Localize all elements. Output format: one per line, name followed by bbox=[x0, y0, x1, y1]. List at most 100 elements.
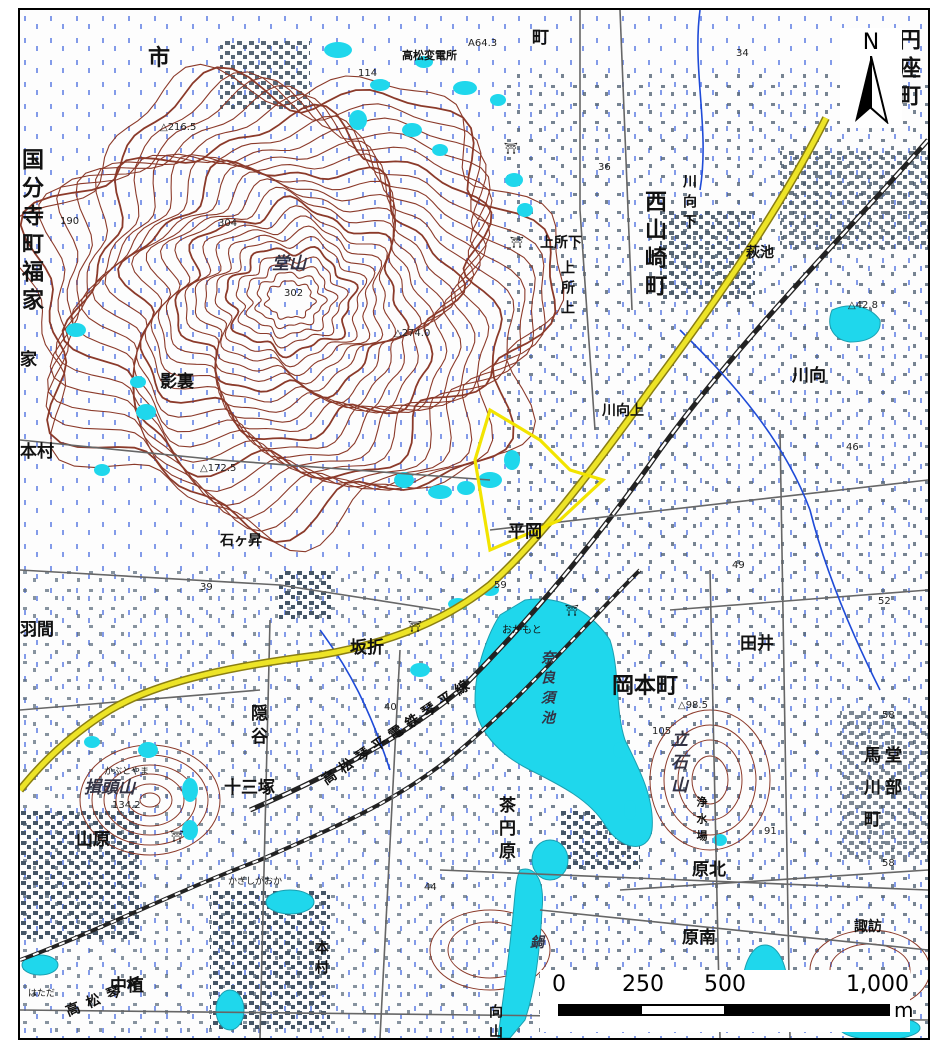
elevation-label: 304 bbox=[218, 218, 238, 229]
place-tai: 田井 bbox=[740, 634, 774, 654]
place-ie: 家 bbox=[20, 350, 37, 370]
elevation-label: 49 bbox=[732, 560, 745, 571]
place-kamisho-ue: 上所上 bbox=[559, 260, 575, 320]
small-pond bbox=[130, 376, 146, 388]
contour-line bbox=[104, 153, 475, 450]
elevation-label: 58 bbox=[882, 710, 895, 721]
north-arrow: N bbox=[840, 28, 902, 128]
pond-south bbox=[497, 868, 544, 1038]
small-pond bbox=[66, 323, 86, 337]
small-pond bbox=[624, 800, 636, 820]
place-hon-mura-bottom: 本村 bbox=[313, 940, 329, 980]
small-pond bbox=[94, 464, 110, 476]
place-pond-small: 鍋 bbox=[530, 935, 544, 951]
place-power-station: 高松変電所 bbox=[402, 49, 457, 62]
place-okamoto-machi: 岡本町 bbox=[612, 674, 679, 699]
small-pond bbox=[505, 173, 523, 187]
place-hara-kita: 原北 bbox=[692, 860, 726, 880]
contour-line bbox=[131, 164, 457, 433]
elevation-label: 114 bbox=[358, 68, 378, 79]
elevation-label: 134.2 bbox=[112, 800, 141, 811]
place-kabuto-yama: 揖頭山 bbox=[84, 778, 135, 798]
topographic-map: ⛩ ⛩ ⛩ ⛩ ⛩ bbox=[20, 10, 928, 1038]
place-kagashigaoka: かぎしがおか bbox=[228, 877, 283, 887]
jr-railway bbox=[249, 138, 928, 813]
place-hagi-ike: 萩池 bbox=[746, 245, 774, 261]
contour-line bbox=[174, 195, 410, 399]
place-hira-oka: 平岡 bbox=[508, 522, 542, 542]
small-pond bbox=[370, 79, 390, 91]
contour-line bbox=[254, 271, 328, 330]
scale-label-1000: 1,000 bbox=[846, 972, 909, 997]
svg-text:⛩: ⛩ bbox=[504, 142, 518, 155]
small-pond bbox=[136, 404, 156, 420]
contour-line bbox=[263, 280, 317, 320]
elevation-label: △172.5 bbox=[200, 463, 237, 474]
place-hara-minami: 原南 bbox=[682, 928, 716, 948]
small-pond bbox=[457, 481, 475, 495]
pond-east bbox=[829, 305, 881, 343]
small-pond bbox=[349, 110, 367, 130]
place-kakure-dani: 隠谷 bbox=[247, 704, 267, 750]
place-kawamuka: 川向 bbox=[792, 366, 826, 386]
north-arrow-icon bbox=[855, 56, 889, 124]
elevation-label: 39 bbox=[200, 582, 213, 593]
rivers bbox=[319, 10, 881, 771]
contour-line bbox=[245, 263, 339, 339]
elevation-label: △42.8 bbox=[848, 300, 878, 311]
small-pond bbox=[428, 485, 452, 499]
scale-label-500: 500 bbox=[704, 972, 746, 997]
roads bbox=[20, 10, 928, 1038]
elevation-label: △274.0 bbox=[394, 328, 431, 339]
place-machi-top: 町 bbox=[532, 28, 549, 48]
place-kabutoyama-kana: かぶとやま bbox=[104, 767, 150, 777]
place-nishi-yamazaki-machi: 西山崎町 bbox=[641, 190, 666, 302]
place-kokubunji-machi-fukuie: 国分寺町福家 bbox=[18, 148, 43, 316]
small-pond bbox=[138, 742, 158, 758]
small-pond bbox=[84, 736, 100, 748]
shrine-symbols: ⛩ ⛩ ⛩ ⛩ ⛩ bbox=[170, 142, 579, 843]
scale-bar: 0 250 500 1,000 m bbox=[540, 970, 913, 1032]
contour-line bbox=[184, 205, 397, 392]
place-kamisho-shita: 上所下 bbox=[540, 235, 582, 251]
elevation-label: △216.5 bbox=[160, 122, 197, 133]
place-shi: 市 bbox=[148, 46, 171, 71]
place-kawamuka-ue: 川向上 bbox=[602, 403, 644, 419]
contour-line bbox=[55, 93, 515, 493]
place-naka-ue: 中植 bbox=[110, 976, 144, 996]
elevation-label: 58 bbox=[882, 858, 895, 869]
scale-label-0: 0 bbox=[552, 972, 566, 997]
place-suwa: 諏訪 bbox=[854, 919, 882, 935]
small-pond bbox=[182, 778, 198, 802]
elevation-label: △98.5 bbox=[678, 700, 708, 711]
place-hane-ma: 羽間 bbox=[20, 620, 54, 640]
north-letter: N bbox=[862, 30, 880, 55]
elevation-label: A64.3 bbox=[468, 38, 498, 49]
elevation-label: 34 bbox=[736, 48, 749, 59]
small-pond bbox=[504, 450, 520, 470]
place-ishigashou: 石ヶ昇 bbox=[220, 533, 262, 549]
kotoden-railway bbox=[20, 568, 642, 962]
expressway bbox=[20, 116, 830, 793]
elevation-label: 302 bbox=[284, 288, 304, 299]
place-okamoto-kana: おかもと bbox=[502, 625, 542, 636]
svg-text:⛩: ⛩ bbox=[408, 620, 422, 633]
place-saka-ori: 坂折 bbox=[350, 638, 384, 658]
elevation-label: 59 bbox=[494, 580, 507, 591]
small-ponds bbox=[66, 42, 727, 846]
elevation-label: 105 bbox=[652, 726, 672, 737]
small-pond bbox=[432, 144, 448, 156]
contour-line bbox=[194, 215, 384, 385]
place-kawamuka-shita: 川向下 bbox=[681, 174, 697, 234]
small-pond bbox=[517, 203, 533, 217]
contour-line bbox=[70, 115, 491, 474]
place-mukai-yama: 向山 bbox=[487, 1004, 503, 1040]
scale-bar-graphic bbox=[558, 1004, 890, 1016]
elevation-label: 40 bbox=[384, 702, 397, 713]
map-frame: ⛩ ⛩ ⛩ ⛩ ⛩ 市 町 円座町 国分寺町福家 家 本村 堂山 影裏 石ヶ昇 … bbox=[18, 8, 930, 1040]
small-pond bbox=[402, 123, 422, 137]
place-chaen-bara: 茶円原 bbox=[495, 796, 515, 865]
scale-label-250: 250 bbox=[622, 972, 664, 997]
contour-line bbox=[224, 245, 359, 359]
small-pond bbox=[394, 472, 414, 488]
